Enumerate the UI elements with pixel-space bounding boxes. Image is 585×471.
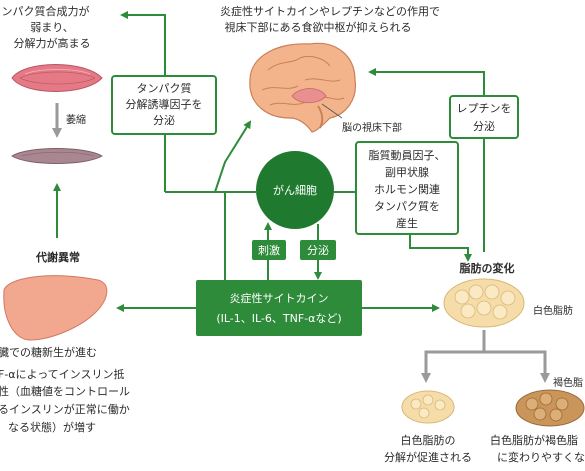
right-result-line2: に変わりやすくな <box>497 450 585 464</box>
fat-branch-right-arrow <box>484 350 550 383</box>
muscle-section: タンパク質合成力が 弱まり、 分解力が高まる 萎縮 <box>0 4 103 164</box>
brain-text-line1: 炎症性サイトカインやレプチンなどの作用で <box>220 4 440 18</box>
leptin-box: レプチンを 分泌 <box>449 95 519 139</box>
cancer-to-brain-arrow <box>214 120 252 193</box>
healthy-muscle-illustration <box>11 64 103 92</box>
lipid-box-line4: タンパク質を <box>374 199 440 213</box>
fat-branch-left-arrow <box>421 330 486 383</box>
small-white-fat-illustration <box>401 390 455 424</box>
white-fat-illustration <box>443 278 525 328</box>
protein-box-line2: 分解誘導因子を <box>126 97 203 111</box>
secretion-label: 分泌 <box>307 244 329 257</box>
stimulus-tag: 刺激 <box>252 240 286 260</box>
hypothalamus-pointer <box>321 103 343 119</box>
stimulus-label: 刺激 <box>258 243 280 257</box>
fat-heading: 脂肪の変化 <box>459 261 515 275</box>
liver-text-line5: なる状態）が増す <box>8 420 96 434</box>
cancer-cell-label: がん細胞 <box>273 183 317 197</box>
atrophied-muscle-illustration <box>11 148 103 164</box>
liver-text-line1: 臓での糖新生が進む <box>0 345 97 359</box>
brain-text-line2: 視床下部にある食欲中枢が抑えられる <box>225 20 412 34</box>
lipid-box-line3: ホルモン関連 <box>374 182 440 196</box>
left-result-line1: 白色脂肪の <box>401 433 456 447</box>
muscle-text-line1: タンパク質合成力が <box>0 4 90 18</box>
brown-fat-label: 褐色脂 <box>553 376 583 389</box>
liver-illustration <box>3 275 108 341</box>
cancer-cell: がん細胞 <box>256 151 334 229</box>
brown-fat-illustration <box>515 389 585 427</box>
protein-box-line3: 分泌 <box>153 114 175 127</box>
shrink-label: 萎縮 <box>66 113 86 126</box>
secretion-tag: 分泌 <box>300 240 336 260</box>
cytokine-label-line2: (IL-1、IL-6、TNF-αなど) <box>216 312 341 325</box>
cytokine-box: 炎症性サイトカイン (IL-1、IL-6、TNF-αなど) <box>196 280 362 336</box>
hypothalamus-label: 脳の視床下部 <box>342 121 402 134</box>
fat-section: 脂肪の変化 白色脂肪 <box>384 261 585 464</box>
cytokine-label-line1: 炎症性サイトカイン <box>230 291 329 305</box>
brain-section: 炎症性サイトカインやレプチンなどの作用で 視床下部にある食欲中枢が抑えられる 脳… <box>220 4 440 134</box>
protein-box-line1: タンパク質 <box>137 81 192 95</box>
muscle-text-line3: 分解力が高まる <box>14 36 91 50</box>
lipid-factor-box: 脂質動員因子、 副甲状腺 ホルモン関連 タンパク質を 産生 <box>355 141 459 235</box>
liver-text-line2: F-αによってインスリン抵 <box>0 367 124 381</box>
liver-text-line4: るインスリンが正常に働か <box>0 402 130 416</box>
lipid-box-line2: 副甲状腺 <box>385 165 429 179</box>
leptin-box-line1: レプチンを <box>457 102 512 115</box>
leptin-to-brain-arrow <box>368 68 485 252</box>
liver-text-line3: 性（血糖値をコントロール <box>0 384 130 398</box>
liver-section: 代謝異常 臓での糖新生が進む F-αによってインスリン抵 性（血糖値をコントロー… <box>0 183 130 434</box>
leptin-box-line2: 分泌 <box>473 120 495 133</box>
connector-lines <box>116 11 485 312</box>
muscle-text-line2: 弱まり、 <box>30 21 74 34</box>
brain-illustration <box>249 42 357 133</box>
metabolic-heading: 代謝異常 <box>35 250 80 264</box>
lipid-box-line1: 脂質動員因子、 <box>369 148 446 162</box>
protein-factor-box: タンパク質 分解誘導因子を 分泌 <box>111 75 217 135</box>
lipid-to-fat-arrow <box>409 232 472 262</box>
white-fat-label: 白色脂肪 <box>533 304 573 317</box>
lipid-box-line5: 産生 <box>396 216 418 230</box>
right-result-line1: 白色脂肪が褐色脂 <box>490 433 578 447</box>
left-result-line2: 分解が促進される <box>384 450 472 464</box>
